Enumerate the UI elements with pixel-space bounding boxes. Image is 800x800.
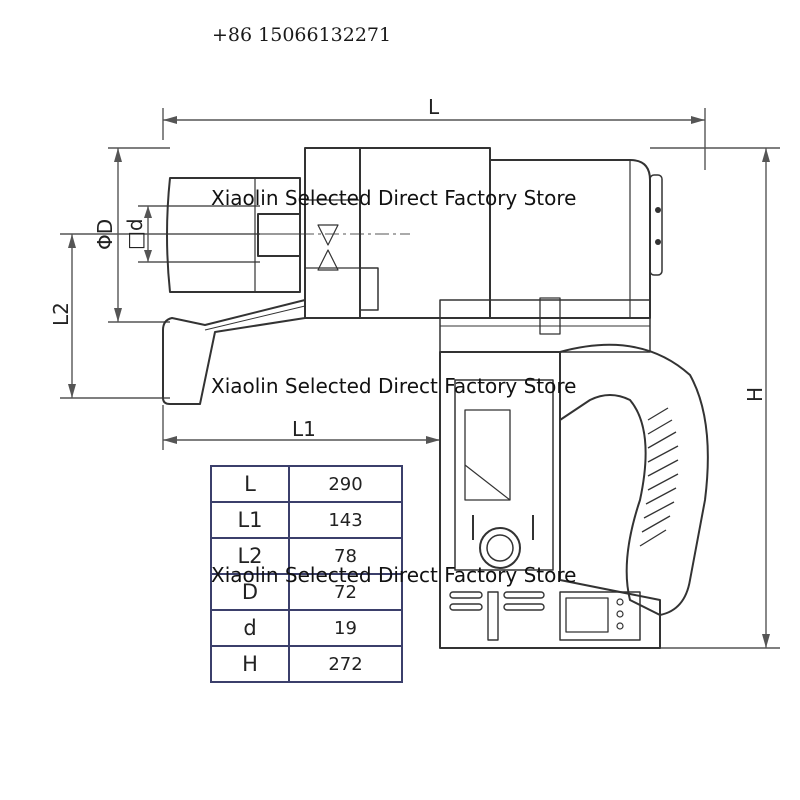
spec-value: 72 [288, 573, 403, 611]
spec-value: 19 [288, 609, 403, 647]
table-row: L2 78 [210, 537, 403, 575]
bolt-marker [317, 224, 339, 271]
watermark-text: Xiaolin Selected Direct Factory Store [211, 374, 577, 398]
spec-value: 78 [288, 537, 403, 575]
spec-label: d [210, 609, 290, 647]
pistol-handle [559, 343, 709, 616]
spec-label: D [210, 573, 290, 611]
dim-label-d: □d [123, 218, 147, 250]
adjust-knob [479, 527, 521, 569]
spec-value: 290 [288, 465, 403, 503]
table-row: H 272 [210, 645, 403, 683]
table-row: L 290 [210, 465, 403, 503]
watermark-text: Xiaolin Selected Direct Factory Store [211, 563, 577, 587]
watermark-text: Xiaolin Selected Direct Factory Store [211, 186, 577, 210]
spec-label: H [210, 645, 290, 683]
spec-label: L [210, 465, 290, 503]
grip-ridges [639, 407, 679, 547]
table-row: L1 143 [210, 501, 403, 539]
dim-label-L: L [428, 95, 440, 119]
indicator-light [616, 598, 624, 606]
indicator-light [616, 622, 624, 630]
spec-table: L 290 L1 143 L2 78 D 72 d 19 H 272 [210, 465, 403, 683]
square-drive [257, 213, 301, 257]
end-cap [649, 174, 663, 276]
spec-label: L2 [210, 537, 290, 575]
vent-slots [449, 591, 545, 641]
spec-label: L1 [210, 501, 290, 539]
spec-value: 272 [288, 645, 403, 683]
table-row: D 72 [210, 573, 403, 611]
dim-label-L1: L1 [292, 417, 316, 441]
dim-label-D: ΦD [93, 219, 117, 250]
dim-label-L2: L2 [49, 302, 73, 326]
control-display [559, 591, 641, 641]
reaction-plate [304, 147, 361, 319]
motor-housing [489, 159, 651, 319]
spec-value: 143 [288, 501, 403, 539]
display-screen [565, 597, 609, 633]
gearbox-housing [359, 147, 491, 319]
contact-phone: +86 15066132271 [212, 24, 392, 46]
indicator-light [616, 610, 624, 618]
table-row: d 19 [210, 609, 403, 647]
reaction-arm [162, 289, 306, 405]
output-sleeve [166, 177, 301, 293]
dim-label-H: H [743, 387, 767, 402]
side-panel [454, 379, 554, 571]
